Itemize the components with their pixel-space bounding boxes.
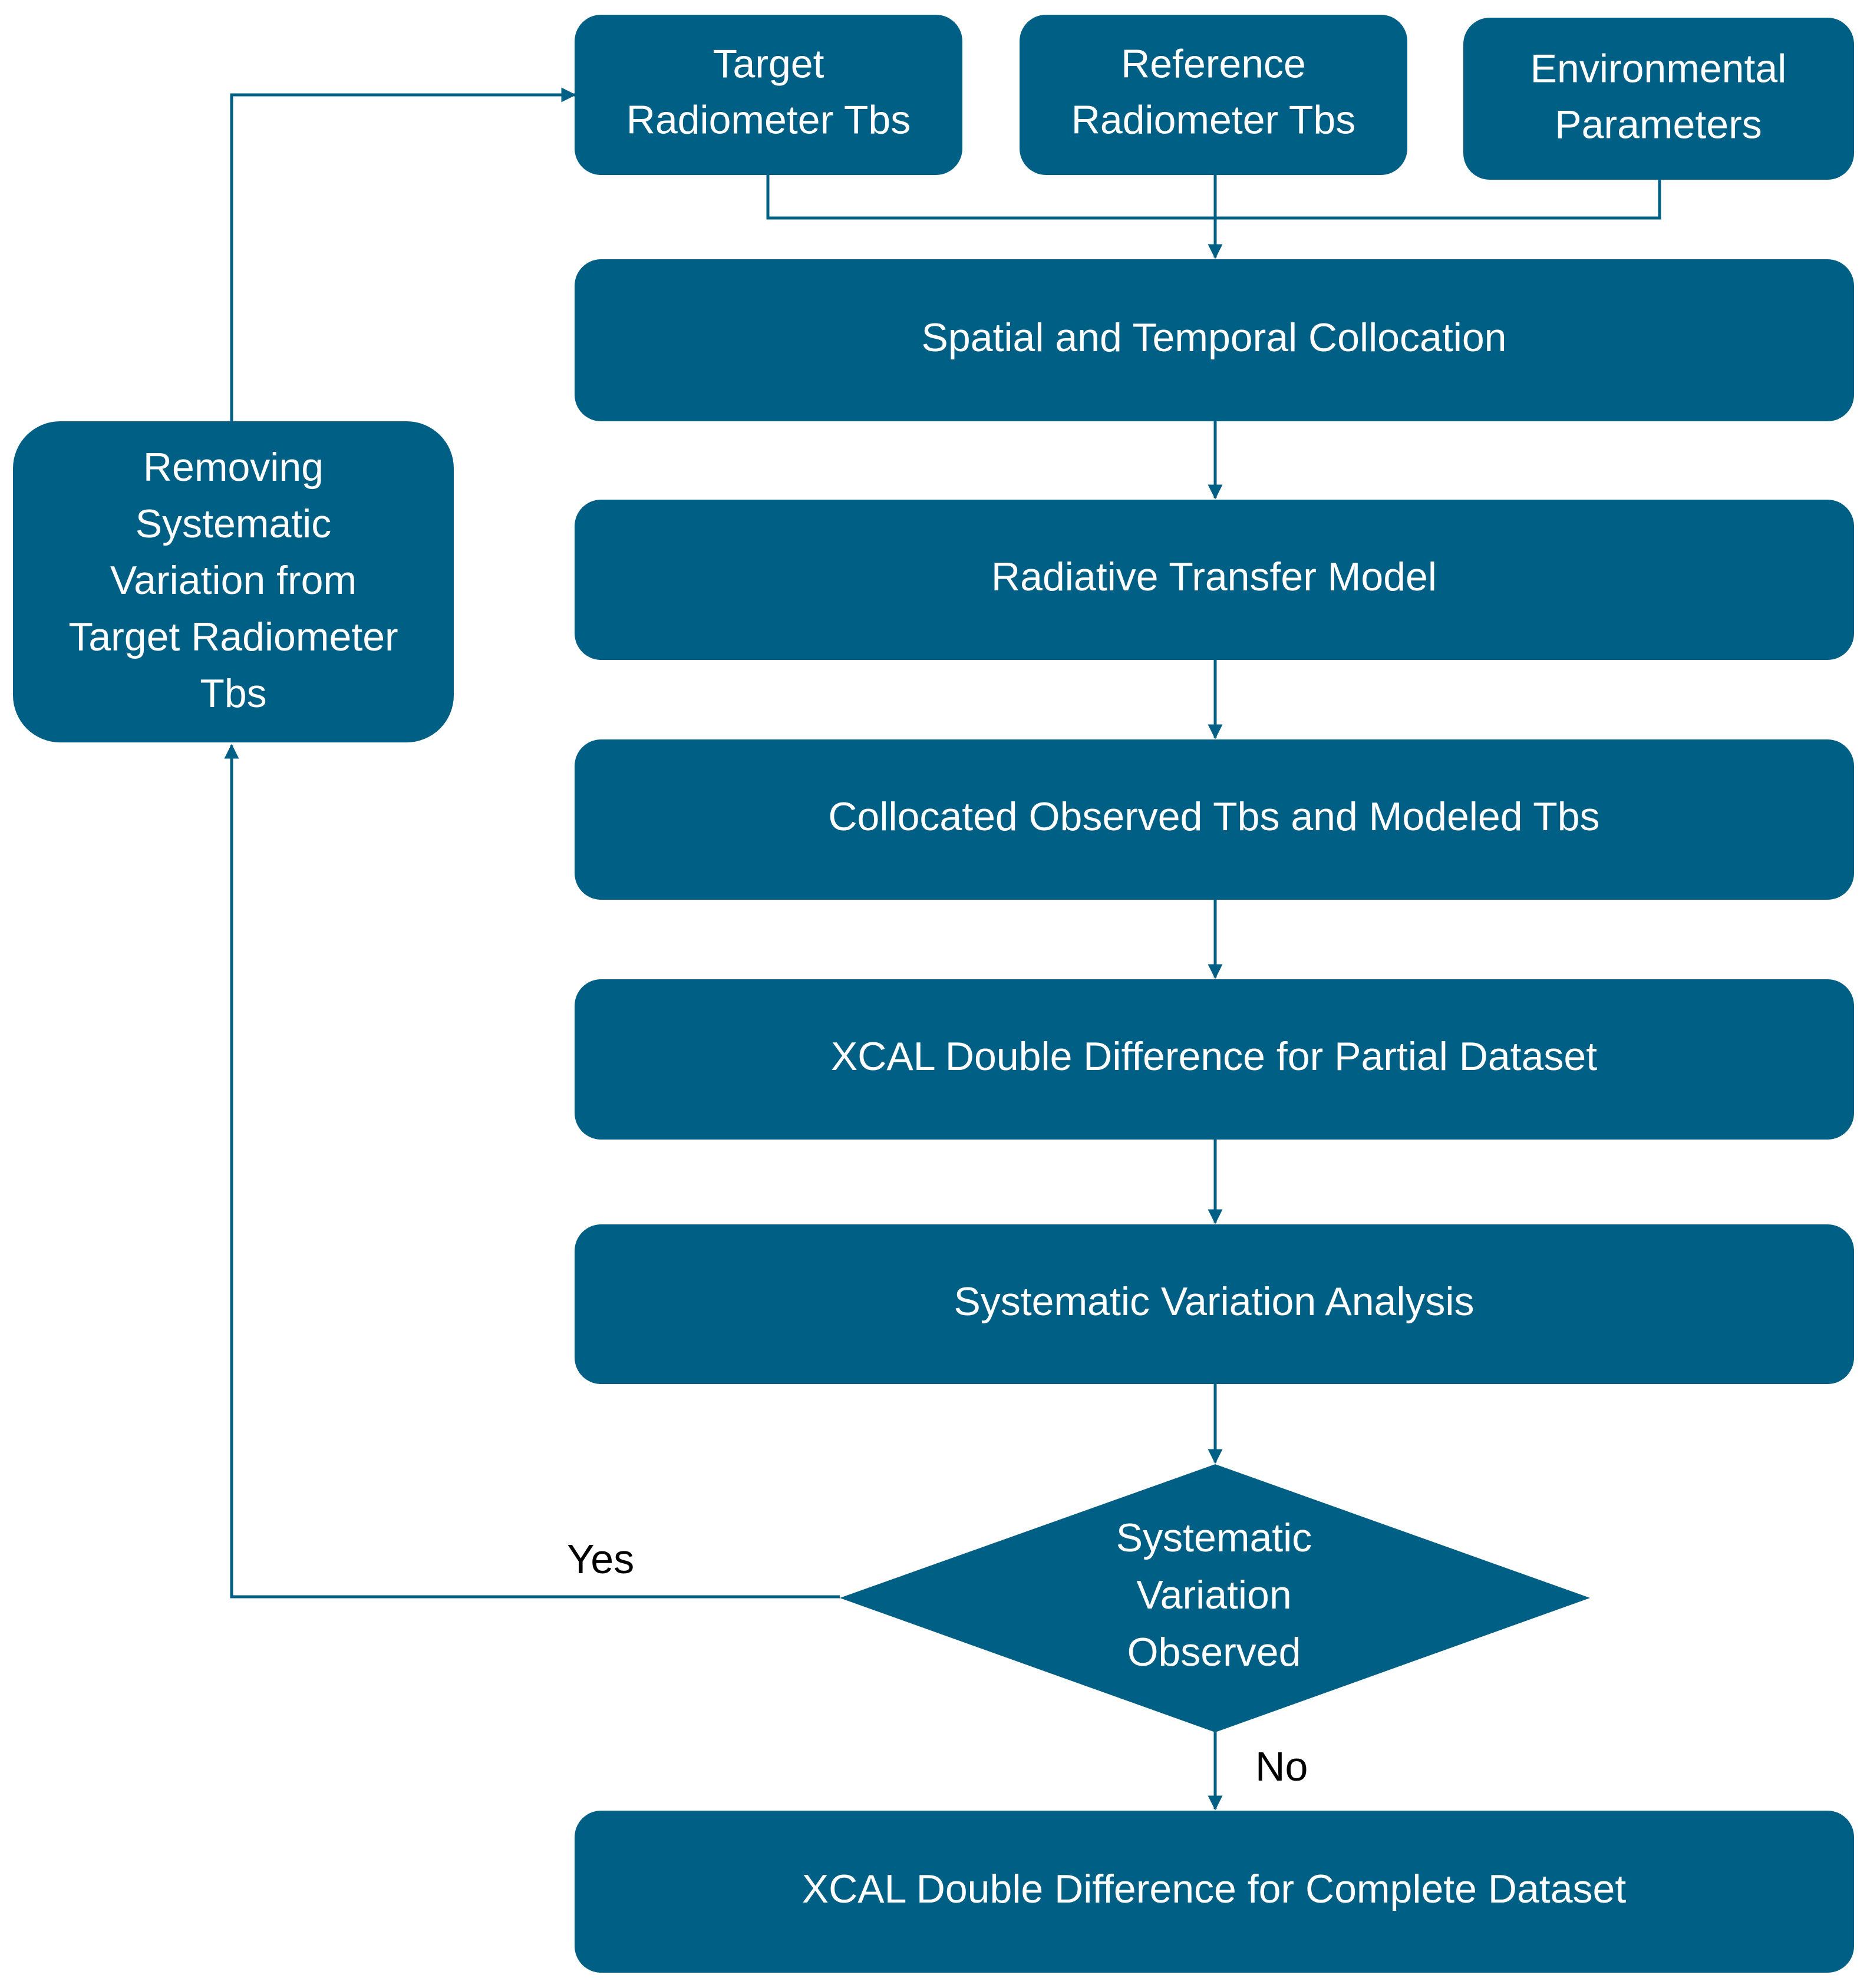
node-label-line: Radiometer Tbs (626, 97, 911, 142)
edge-label-no: No (1255, 1743, 1308, 1789)
node-xcal-double-difference-partial: XCAL Double Difference for Partial Datas… (575, 979, 1854, 1140)
node-collocated-observed-modeled-tbs: Collocated Observed Tbs and Modeled Tbs (575, 739, 1854, 900)
svg-text:Systematic Variation Analysis: Systematic Variation Analysis (954, 1279, 1474, 1324)
node-label-line: Radiometer Tbs (1071, 97, 1356, 142)
node-label-line: Spatial and Temporal Collocation (922, 315, 1507, 360)
node-label-line: XCAL Double Difference for Complete Data… (802, 1867, 1627, 1911)
node-label-line: Variation from (110, 558, 357, 603)
node-label-line: Parameters (1555, 102, 1762, 147)
node-label-line: Observed (1127, 1630, 1301, 1675)
node-label-line: Systematic (1116, 1515, 1312, 1560)
edge-label-yes: Yes (567, 1536, 634, 1582)
svg-text:Radiative Transfer Model: Radiative Transfer Model (991, 554, 1437, 599)
svg-text:XCAL Double Difference for Par: XCAL Double Difference for Partial Datas… (831, 1034, 1597, 1079)
connectors (224, 87, 1661, 1811)
arrow-removing-to-target (230, 87, 576, 421)
merge-connector-target (766, 175, 1215, 220)
svg-text:XCAL Double Difference for Com: XCAL Double Difference for Complete Data… (802, 1867, 1627, 1911)
node-label-line: Radiative Transfer Model (991, 554, 1437, 599)
node-label-line: Systematic (136, 501, 332, 546)
node-label-line: Reference (1121, 41, 1306, 86)
svg-text:Collocated Observed Tbs and Mo: Collocated Observed Tbs and Modeled Tbs (828, 794, 1599, 839)
svg-text:Spatial and Temporal Collocati: Spatial and Temporal Collocation (922, 315, 1507, 360)
arrow-decision-yes-to-removing (224, 744, 840, 1599)
node-label-line: Tbs (200, 671, 266, 716)
node-label-line: Variation (1136, 1573, 1291, 1617)
node-systematic-variation-analysis: Systematic Variation Analysis (575, 1224, 1854, 1384)
node-label-line: Collocated Observed Tbs and Modeled Tbs (828, 794, 1599, 839)
node-radiative-transfer-model: Radiative Transfer Model (575, 500, 1854, 660)
node-label-line: Systematic Variation Analysis (954, 1279, 1474, 1324)
node-xcal-double-difference-complete: XCAL Double Difference for Complete Data… (575, 1811, 1854, 1973)
node-label-line: Removing (143, 445, 324, 490)
node-label-line: Target Radiometer (68, 615, 398, 659)
node-spatial-temporal-collocation: Spatial and Temporal Collocation (575, 259, 1854, 421)
merge-connector-environmental (1215, 180, 1661, 220)
node-label-line: Target (713, 41, 824, 86)
node-label-line: Environmental (1530, 46, 1787, 91)
node-label-line: XCAL Double Difference for Partial Datas… (831, 1034, 1597, 1079)
